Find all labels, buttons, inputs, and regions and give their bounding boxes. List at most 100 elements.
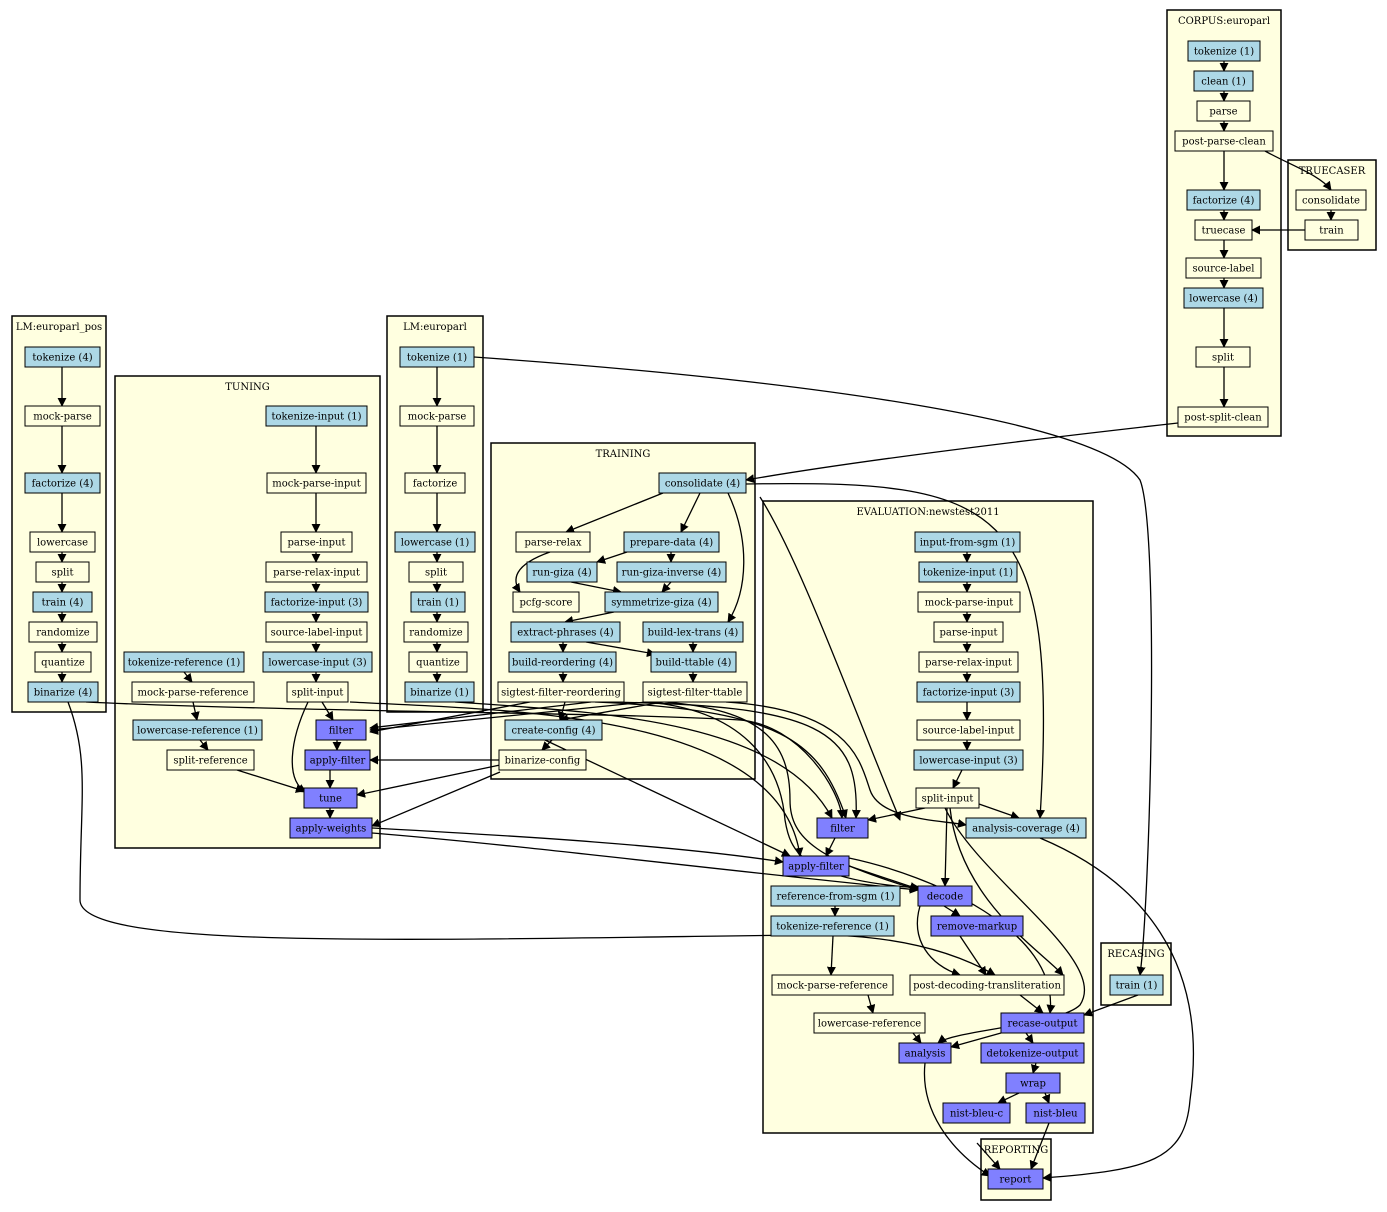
step-box[interactable] xyxy=(24,405,101,427)
step-box[interactable] xyxy=(28,621,98,643)
step-node-tc_train[interactable]: train xyxy=(1304,219,1359,241)
step-node-lp_rand[interactable]: randomize xyxy=(28,621,98,643)
step-node-l_tok[interactable]: tokenize (1) xyxy=(399,346,475,368)
step-box[interactable] xyxy=(913,749,1024,771)
step-box[interactable] xyxy=(166,749,255,771)
step-box[interactable] xyxy=(1193,70,1254,92)
step-box[interactable] xyxy=(315,719,367,741)
step-box[interactable] xyxy=(265,621,368,643)
step-node-e_pdt[interactable]: post-decoding-transliteration xyxy=(909,974,1065,996)
step-box[interactable] xyxy=(34,651,92,673)
step-box[interactable] xyxy=(410,591,466,613)
step-box[interactable] xyxy=(813,1012,926,1034)
step-node-l_bin[interactable]: binarize (1) xyxy=(404,681,475,703)
step-node-t_tune[interactable]: tune xyxy=(303,787,358,809)
step-box[interactable] xyxy=(642,681,748,703)
step-node-e_nbc[interactable]: nist-bleu-c xyxy=(942,1102,1011,1124)
step-node-c_src[interactable]: source-label xyxy=(1185,257,1262,279)
step-node-c_parse[interactable]: parse xyxy=(1196,100,1251,122)
step-box[interactable] xyxy=(24,346,101,368)
step-box[interactable] xyxy=(770,915,895,937)
step-box[interactable] xyxy=(1183,287,1264,309)
step-node-t_lowin[interactable]: lowercase-input (3) xyxy=(262,651,373,673)
step-box[interactable] xyxy=(266,472,367,494)
step-box[interactable] xyxy=(933,621,1004,643)
step-node-c_psc[interactable]: post-split-clean xyxy=(1177,406,1269,428)
step-node-tr_reord[interactable]: build-reordering (4) xyxy=(508,651,617,673)
step-node-lp_fact[interactable]: factorize (4) xyxy=(24,472,101,494)
step-box[interactable] xyxy=(1195,346,1251,368)
step-node-rp_report[interactable]: report xyxy=(987,1168,1044,1190)
step-box[interactable] xyxy=(916,681,1021,703)
step-box[interactable] xyxy=(1174,130,1274,152)
step-box[interactable] xyxy=(303,787,358,809)
step-node-tc_cons[interactable]: consolidate xyxy=(1295,189,1367,211)
step-box[interactable] xyxy=(1177,406,1269,428)
step-box[interactable] xyxy=(403,621,469,643)
step-node-l_train[interactable]: train (1) xyxy=(410,591,466,613)
step-box[interactable] xyxy=(131,681,255,703)
step-box[interactable] xyxy=(132,719,263,741)
step-box[interactable] xyxy=(650,651,737,673)
step-box[interactable] xyxy=(123,651,245,673)
step-node-e_prin[interactable]: parse-relax-input xyxy=(918,651,1019,673)
step-box[interactable] xyxy=(1187,40,1261,62)
step-node-c_clean[interactable]: clean (1) xyxy=(1193,70,1254,92)
step-box[interactable] xyxy=(408,561,464,583)
step-node-l_fact[interactable]: factorize xyxy=(404,472,466,494)
step-node-c_fact[interactable]: factorize (4) xyxy=(1186,189,1261,211)
step-box[interactable] xyxy=(1295,189,1367,211)
step-node-t_lowref[interactable]: lowercase-reference (1) xyxy=(132,719,263,741)
step-box[interactable] xyxy=(918,651,1019,673)
step-node-t_mockref[interactable]: mock-parse-reference xyxy=(131,681,255,703)
step-box[interactable] xyxy=(24,472,101,494)
step-box[interactable] xyxy=(771,974,894,996)
step-node-t_parsein[interactable]: parse-input xyxy=(280,531,353,553)
step-node-tr_gizainv[interactable]: run-giza-inverse (4) xyxy=(616,561,727,583)
step-node-l_quant[interactable]: quantize xyxy=(408,651,468,673)
step-node-c_split[interactable]: split xyxy=(1195,346,1251,368)
step-box[interactable] xyxy=(526,561,598,583)
step-node-lp_train[interactable]: train (4) xyxy=(32,591,93,613)
step-box[interactable] xyxy=(286,681,349,703)
step-box[interactable] xyxy=(399,405,475,427)
step-node-c_low[interactable]: lowercase (4) xyxy=(1183,287,1264,309)
step-node-tr_prel[interactable]: parse-relax xyxy=(515,531,591,553)
step-box[interactable] xyxy=(616,561,727,583)
step-box[interactable] xyxy=(408,651,468,673)
step-node-e_cov[interactable]: analysis-coverage (4) xyxy=(965,817,1087,839)
step-node-tr_pcfg[interactable]: pcfg-score xyxy=(512,591,580,613)
step-box[interactable] xyxy=(770,885,901,907)
step-node-e_tokref[interactable]: tokenize-reference (1) xyxy=(770,915,895,937)
step-node-e_slin[interactable]: source-label-input xyxy=(916,719,1021,741)
step-node-e_apf[interactable]: apply-filter xyxy=(782,855,850,877)
step-box[interactable] xyxy=(658,472,747,494)
step-node-lp_mock[interactable]: mock-parse xyxy=(24,405,101,427)
step-node-lp_tok[interactable]: tokenize (4) xyxy=(24,346,101,368)
step-node-e_tokin[interactable]: tokenize-input (1) xyxy=(918,561,1018,583)
step-box[interactable] xyxy=(987,1168,1044,1190)
step-node-e_decode[interactable]: decode xyxy=(917,885,973,907)
step-node-tr_sft[interactable]: sigtest-filter-ttable xyxy=(642,681,748,703)
step-box[interactable] xyxy=(1109,974,1164,996)
step-box[interactable] xyxy=(498,749,587,771)
step-box[interactable] xyxy=(280,531,353,553)
step-node-lp_low[interactable]: lowercase xyxy=(29,531,96,553)
step-box[interactable] xyxy=(1000,1012,1085,1034)
step-box[interactable] xyxy=(918,561,1018,583)
step-box[interactable] xyxy=(604,591,719,613)
step-node-e_mockin[interactable]: mock-parse-input xyxy=(917,591,1021,613)
step-node-l_mock[interactable]: mock-parse xyxy=(399,405,475,427)
step-box[interactable] xyxy=(304,749,371,771)
step-box[interactable] xyxy=(1196,100,1251,122)
step-box[interactable] xyxy=(1025,1102,1086,1124)
step-node-t_apw[interactable]: apply-weights xyxy=(289,817,373,839)
step-box[interactable] xyxy=(515,531,591,553)
step-box[interactable] xyxy=(508,651,617,673)
step-box[interactable] xyxy=(917,591,1021,613)
step-node-e_detok[interactable]: detokenize-output xyxy=(980,1042,1085,1064)
step-box[interactable] xyxy=(512,591,580,613)
step-node-e_ifs[interactable]: input-from-sgm (1) xyxy=(914,531,1021,553)
step-box[interactable] xyxy=(497,681,625,703)
step-box[interactable] xyxy=(35,561,90,583)
